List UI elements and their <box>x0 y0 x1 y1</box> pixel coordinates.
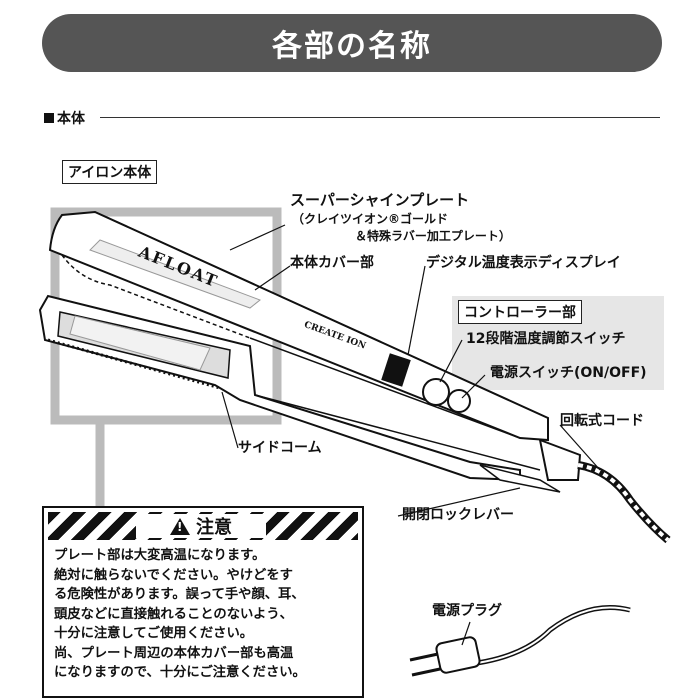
warning-line: 絶対に触らないでください。やけどをす <box>54 567 293 583</box>
warning-line: プレート部は大変高温になります。 <box>54 548 266 563</box>
warning-box: 注意 プレート部は大変高温になります。 絶対に触らないでください。やけどをす る… <box>42 506 364 698</box>
iron-body-label: アイロン本体 <box>62 160 158 184</box>
section-label: 本体 <box>57 111 85 127</box>
warning-line: る危険性があります。誤って手や顔、耳、 <box>54 587 305 602</box>
side-comb-label: サイドコーム <box>238 440 322 456</box>
section-heading: 本体 <box>44 108 85 128</box>
plate-sublabel-1: （クレイツイオン®ゴールド <box>292 212 449 226</box>
warning-line: 尚、プレート周辺の本体カバー部も高温 <box>54 645 294 661</box>
plug-label: 電源プラグ <box>432 603 502 619</box>
warning-text: プレート部は大変高温になります。 絶対に触らないでください。やけどをす る危険性… <box>54 546 358 683</box>
plate-label: スーパーシャインプレート <box>290 191 470 209</box>
warning-line: 頭皮などに直接触れることのないよう、 <box>54 606 293 622</box>
warning-line: になりますので、十分にご注意ください。 <box>54 665 306 680</box>
square-bullet-icon <box>44 113 54 123</box>
controller-label: コントローラー部 <box>458 300 582 324</box>
warning-heading: 注意 <box>136 514 266 538</box>
warning-line: 十分に注意してご使用ください。 <box>54 626 254 641</box>
power-switch-label: 電源スイッチ(ON/OFF) <box>490 365 647 381</box>
cord-label: 回転式コード <box>560 413 644 429</box>
temp-switch-label: 12段階温度調節スイッチ <box>466 331 626 347</box>
plate-sublabel-2: ＆特殊ラバー加工プレート） <box>355 229 511 243</box>
page-title: 各部の名称 <box>42 14 662 72</box>
lock-lever-label: 開閉ロックレバー <box>402 507 514 523</box>
section-divider <box>100 117 660 118</box>
display-label: デジタル温度表示ディスプレイ <box>426 255 621 271</box>
warning-title: 注意 <box>196 517 232 538</box>
cover-label: 本体カバー部 <box>290 255 374 271</box>
warning-icon <box>170 517 190 535</box>
